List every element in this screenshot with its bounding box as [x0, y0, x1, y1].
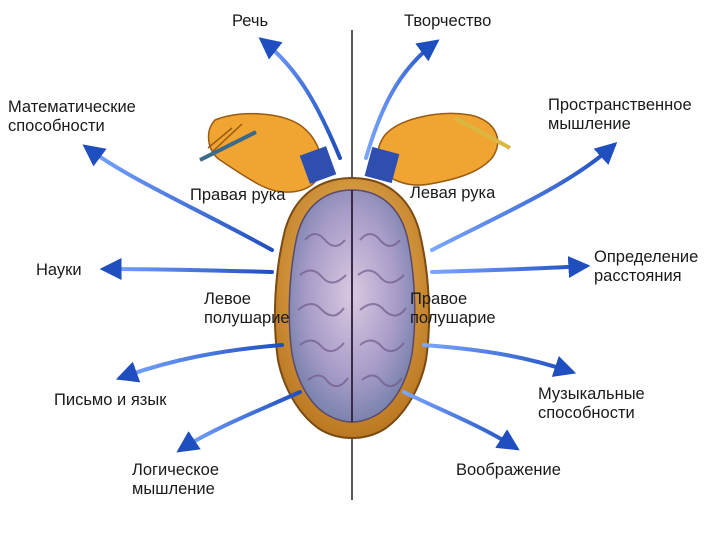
label-left-hemisphere: Левое полушарие: [204, 290, 290, 328]
arrow-logic: [180, 392, 300, 450]
brain-icon: [275, 178, 429, 438]
label-distance: Определение расстояния: [594, 248, 698, 286]
arrow-music: [424, 345, 572, 372]
label-imagination: Воображение: [456, 461, 561, 480]
label-sciences: Науки: [36, 261, 82, 280]
label-music: Музыкальные способности: [538, 385, 645, 423]
label-right-hemisphere: Правое полушарие: [410, 290, 496, 328]
label-left-hand: Левая рука: [410, 184, 495, 203]
arrow-writing: [120, 345, 282, 378]
label-writing: Письмо и язык: [54, 391, 166, 410]
arrow-sciences: [104, 269, 272, 272]
label-right-hand: Правая рука: [190, 186, 286, 205]
label-math: Математические способности: [8, 98, 136, 136]
label-speech: Речь: [232, 12, 268, 31]
left-hand-icon: [365, 114, 510, 185]
label-creativity: Творчество: [404, 12, 491, 31]
right-hand-icon: [200, 114, 336, 192]
arrow-distance: [432, 266, 586, 272]
arrow-imagination: [404, 392, 516, 448]
label-logic: Логическое мышление: [132, 461, 219, 499]
label-spatial: Пространственное мышление: [548, 96, 692, 134]
